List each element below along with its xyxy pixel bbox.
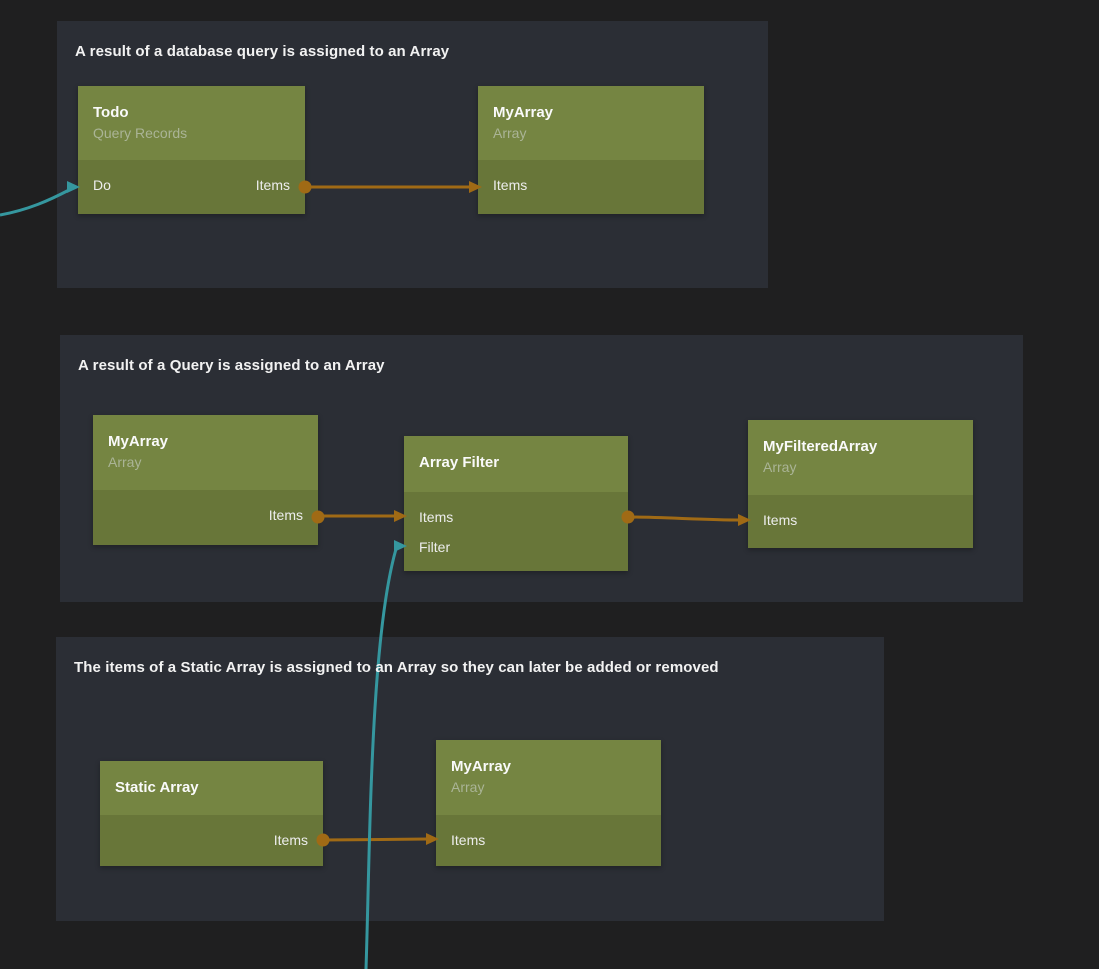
wire-filter-items-to-myfilteredarray[interactable] <box>627 515 741 522</box>
output-port-items[interactable]: Items <box>273 832 308 848</box>
port-row: Items <box>93 500 318 530</box>
node-ports: Items <box>100 815 323 855</box>
node-title: Todo <box>93 104 129 121</box>
node-ports: Do Items <box>78 160 305 200</box>
node-title: Array Filter <box>419 454 500 471</box>
node-ports: Items <box>93 490 318 530</box>
port-row: Filter <box>404 532 628 562</box>
node-subtitle: Array <box>763 459 797 475</box>
panel-title: A result of a Query is assigned to an Ar… <box>78 357 385 374</box>
input-port-items[interactable]: Items <box>451 832 486 848</box>
output-port-dot[interactable] <box>316 833 330 847</box>
node-header: Static Array <box>100 761 323 815</box>
port-row: Items <box>436 825 661 855</box>
wire-arrowhead-icon <box>67 181 80 193</box>
wire-arrowhead-icon <box>394 510 407 522</box>
node-title: MyFilteredArray <box>763 438 878 455</box>
wire-signal-into-filter[interactable] <box>364 548 398 969</box>
node-ports: Items <box>748 495 973 535</box>
node-title: MyArray <box>108 433 169 450</box>
wire-arrowhead-icon <box>738 514 751 526</box>
node-subtitle: Array <box>493 125 527 141</box>
wire-arrowhead-icon <box>426 833 439 845</box>
input-port-items[interactable]: Items <box>493 177 528 193</box>
input-port-do[interactable]: Do <box>93 177 111 193</box>
port-row: Items <box>404 502 628 532</box>
node-ports: Items <box>478 160 704 200</box>
node-subtitle: Query Records <box>93 125 188 141</box>
port-row: Items <box>478 170 704 200</box>
node-title: Static Array <box>115 779 199 796</box>
wire-arrowhead-icon <box>469 181 482 193</box>
node-title: MyArray <box>451 758 512 775</box>
panel-title: A result of a database query is assigned… <box>75 43 450 60</box>
output-port-items[interactable]: Items <box>268 507 303 523</box>
input-port-items[interactable]: Items <box>763 512 798 528</box>
port-row: Do Items <box>78 170 305 200</box>
node-subtitle: Array <box>451 779 485 795</box>
port-row: Items <box>100 825 323 855</box>
node-ports: Items <box>436 815 661 855</box>
node-title: MyArray <box>493 104 554 121</box>
output-port-items[interactable]: Items <box>255 177 290 193</box>
input-port-filter[interactable]: Filter <box>419 539 451 555</box>
panel-title: The items of a Static Array is assigned … <box>74 659 719 676</box>
node-header: Array Filter <box>404 436 628 492</box>
output-port-dot[interactable] <box>298 180 312 194</box>
output-port-dot[interactable] <box>311 510 325 524</box>
input-port-items[interactable]: Items <box>419 509 454 525</box>
wire-staticarray-items-to-myarray[interactable] <box>322 837 429 842</box>
output-port-dot[interactable] <box>621 510 635 524</box>
wire-arrowhead-icon <box>394 540 407 552</box>
node-subtitle: Array <box>108 454 142 470</box>
port-row: Items <box>748 505 973 535</box>
wire-signal-into-todo-do[interactable] <box>0 188 70 217</box>
